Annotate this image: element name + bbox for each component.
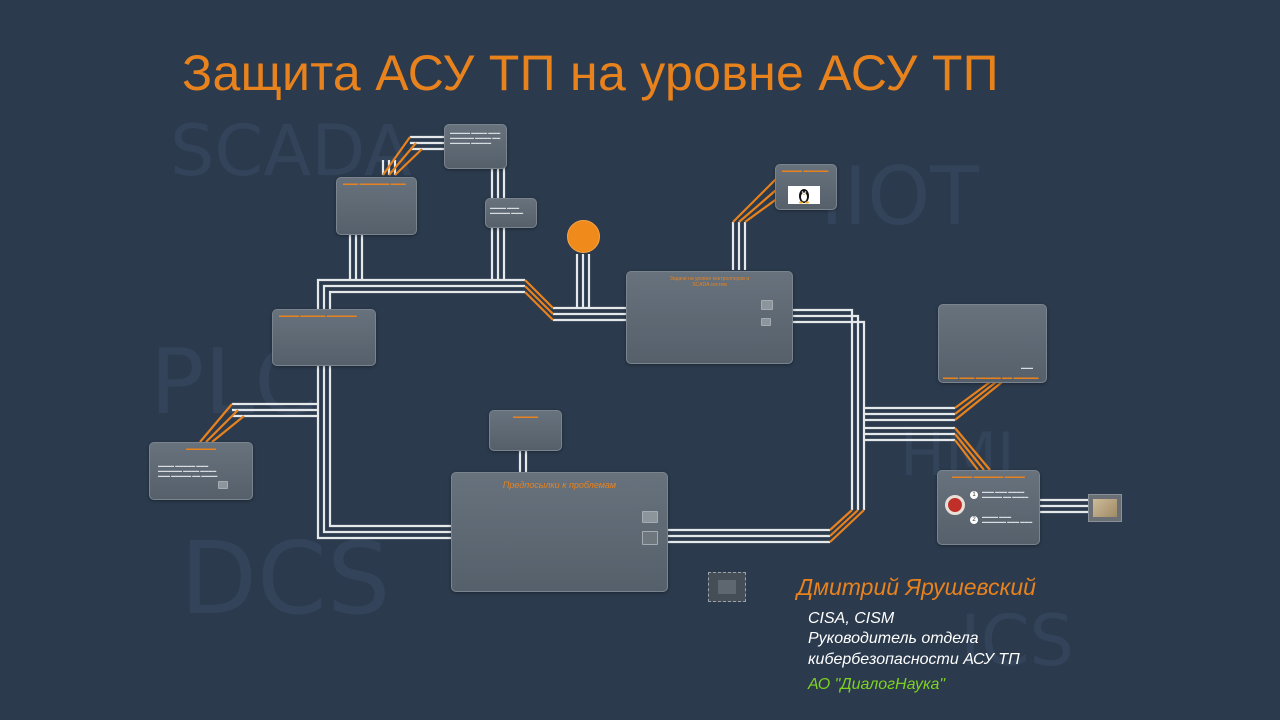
frame-title: ▬▬▬ ▬▬▬▬▬▬ ▬▬▬: [343, 181, 406, 187]
frame-main[interactable]: Предпосылки к проблемам: [451, 472, 668, 592]
author-position-line-2: кибербезопасности АСУ ТП: [808, 651, 1020, 668]
scada-thumbnail-1[interactable]: [761, 300, 773, 310]
scada-title-line-2: SCADA систем: [692, 282, 727, 288]
frame-title: ▬▬▬▬▬▬: [186, 446, 216, 452]
author-company: АО "ДиалогНаука": [808, 676, 946, 693]
lifebuoy-icon: [945, 495, 965, 515]
frame-scada[interactable]: Задачи на уровне контроллеров и SCADA си…: [626, 271, 793, 364]
step-2-icon: 2: [970, 516, 978, 524]
frame-title: ▬▬▬▬ ▬▬▬▬▬: [782, 168, 829, 174]
scada-title-line-1: Задачи на уровне контроллеров и: [669, 276, 750, 282]
frame-thumbnail[interactable]: [218, 481, 228, 489]
main-frame-title: Предпосылки к проблемам: [502, 480, 617, 490]
author-position-line-1: Руководитель отдела: [808, 630, 979, 647]
scada-thumbnail-2[interactable]: [761, 318, 771, 326]
page-title: Защита АСУ ТП на уровне АСУ ТП: [182, 45, 999, 101]
main-thumbnail-1[interactable]: [642, 511, 658, 523]
author-credentials: CISA, CISM: [808, 610, 895, 627]
frame-top-small[interactable]: ▬▬▬▬▬ ▬▬▬▬ ▬▬▬ ▬▬▬▬▬▬ ▬▬▬▬ ▬▬ ▬▬▬▬▬ ▬▬▬▬…: [444, 124, 507, 169]
photo-thumbnail[interactable]: [1088, 494, 1122, 522]
frame-title: ▬▬▬▬ ▬▬▬▬▬▬ ▬▬▬▬: [952, 474, 1025, 480]
microchip-icon: [708, 572, 746, 602]
main-thumbnail-2[interactable]: [642, 531, 658, 545]
frame-text: ▬▬▬▬▬ ▬▬▬▬ ▬▬▬ ▬▬▬▬▬▬ ▬▬▬▬ ▬▬ ▬▬▬▬▬ ▬▬▬▬…: [450, 130, 501, 145]
orange-circle-icon[interactable]: [567, 220, 600, 253]
step-1-icon: 1: [970, 491, 978, 499]
frame-top-mini[interactable]: ▬▬▬▬ ▬▬▬ ▬▬▬▬▬ ▬▬▬: [485, 198, 537, 228]
frame-top-left[interactable]: ▬▬▬ ▬▬▬▬▬▬ ▬▬▬: [336, 177, 417, 235]
orange-wires: [199, 136, 1003, 543]
penguin-icon: [788, 186, 820, 204]
scada-frame-title: Задачи на уровне контроллеров и SCADA си…: [633, 276, 786, 288]
frame-title: ▬▬▬▬▬: [513, 414, 538, 420]
frame-caption: ▬▬▬ ▬▬▬ ▬▬▬▬▬ ▬▬ ▬▬▬▬▬: [943, 375, 1039, 381]
frame-right-lower[interactable]: ▬▬▬▬ ▬▬▬▬▬▬ ▬▬▬▬ 1 2 ▬▬▬ ▬▬▬ ▬▬▬▬ ▬▬▬▬▬ …: [937, 470, 1040, 545]
frame-text: ▬▬▬▬ ▬▬▬▬▬ ▬▬▬ ▬▬▬▬▬▬ ▬▬▬▬ ▬▬▬▬ ▬▬▬ ▬▬▬▬…: [158, 463, 218, 478]
frame-text: ▬▬▬ ▬▬▬ ▬▬▬▬ ▬▬▬▬▬ ▬▬ ▬▬▬▬: [982, 489, 1029, 499]
frame-penguin[interactable]: ▬▬▬▬ ▬▬▬▬▬: [775, 164, 837, 210]
frame-left[interactable]: ▬▬▬▬▬▬ ▬▬▬▬ ▬▬▬▬▬ ▬▬▬ ▬▬▬▬▬▬ ▬▬▬▬ ▬▬▬▬ ▬…: [149, 442, 253, 500]
frame-text: ▬▬▬: [1021, 365, 1033, 370]
frame-text: ▬▬▬▬ ▬▬▬ ▬▬▬▬▬▬ ▬▬▬ ▬▬▬: [982, 514, 1033, 524]
frame-text: ▬▬▬▬ ▬▬▬ ▬▬▬▬▬ ▬▬▬: [490, 205, 524, 215]
frame-title: ▬▬▬▬ ▬▬▬▬▬ ▬▬▬▬▬▬: [279, 313, 357, 319]
frame-main-top[interactable]: ▬▬▬▬▬: [489, 410, 562, 451]
author-name: Дмитрий Ярушевский: [797, 574, 1036, 600]
white-wires: [232, 135, 1088, 544]
frame-right-upper[interactable]: ▬▬▬ ▬▬▬ ▬▬▬ ▬▬▬▬▬ ▬▬ ▬▬▬▬▬: [938, 304, 1047, 383]
frame-left-middle[interactable]: ▬▬▬▬ ▬▬▬▬▬ ▬▬▬▬▬▬: [272, 309, 376, 366]
